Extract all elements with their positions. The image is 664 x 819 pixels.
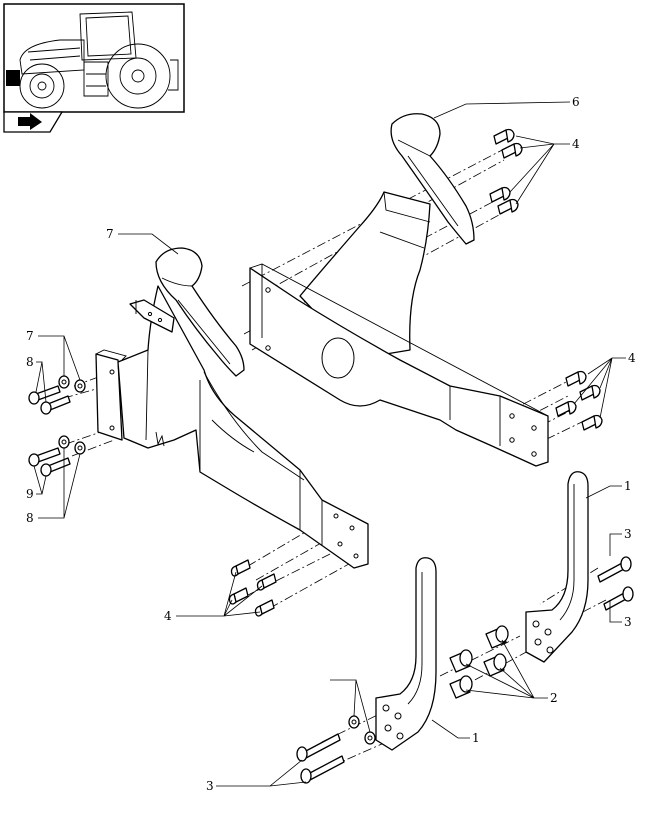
bolt bbox=[501, 142, 523, 159]
callout-3-right-top[interactable]: 3 bbox=[624, 527, 632, 541]
left-fasteners bbox=[28, 375, 86, 477]
callout-4-right[interactable]: 4 bbox=[628, 351, 636, 365]
lower-main-bracket bbox=[95, 247, 369, 569]
tractor-thumbnail bbox=[3, 3, 185, 113]
leader-lines bbox=[33, 101, 626, 787]
callouts: 6 4 7 7 4 8 1 9 8 3 4 3 2 1 3 bbox=[26, 95, 636, 793]
bolt bbox=[581, 414, 603, 431]
support-arm-left bbox=[375, 557, 437, 751]
bolts-part-4 bbox=[228, 128, 603, 617]
washers-part-9 bbox=[348, 715, 376, 745]
bolt bbox=[489, 186, 511, 203]
bolt bbox=[230, 559, 251, 577]
callout-3-right-bottom[interactable]: 3 bbox=[624, 615, 632, 629]
bolt bbox=[228, 587, 249, 605]
bolt bbox=[579, 384, 601, 401]
bolt bbox=[493, 128, 515, 145]
bolt bbox=[256, 573, 277, 591]
bolt bbox=[254, 599, 275, 617]
callout-7-top[interactable]: 7 bbox=[26, 329, 34, 343]
callout-8-bottom[interactable]: 9 bbox=[26, 487, 34, 501]
support-arm-right bbox=[525, 471, 589, 663]
spacers-part-2 bbox=[449, 625, 509, 699]
bolt bbox=[565, 370, 587, 387]
navigation-arrow-icon[interactable] bbox=[3, 111, 64, 133]
callout-2[interactable]: 2 bbox=[550, 691, 558, 705]
callout-8-top[interactable]: 8 bbox=[26, 355, 34, 369]
callout-7-bottom[interactable]: 8 bbox=[26, 511, 34, 525]
callout-5[interactable]: 6 bbox=[572, 95, 580, 109]
upper-main-bracket bbox=[249, 113, 549, 467]
highlight-front-part bbox=[6, 70, 20, 86]
callout-4-top[interactable]: 4 bbox=[572, 137, 580, 151]
callout-3-left[interactable]: 3 bbox=[206, 779, 214, 793]
bolt bbox=[555, 400, 577, 417]
callout-1-right[interactable]: 1 bbox=[624, 479, 632, 493]
callout-1-left[interactable]: 1 bbox=[472, 731, 480, 745]
callout-6[interactable]: 7 bbox=[106, 227, 114, 241]
callout-4-bottom[interactable]: 4 bbox=[164, 609, 172, 623]
bolt bbox=[497, 198, 519, 215]
